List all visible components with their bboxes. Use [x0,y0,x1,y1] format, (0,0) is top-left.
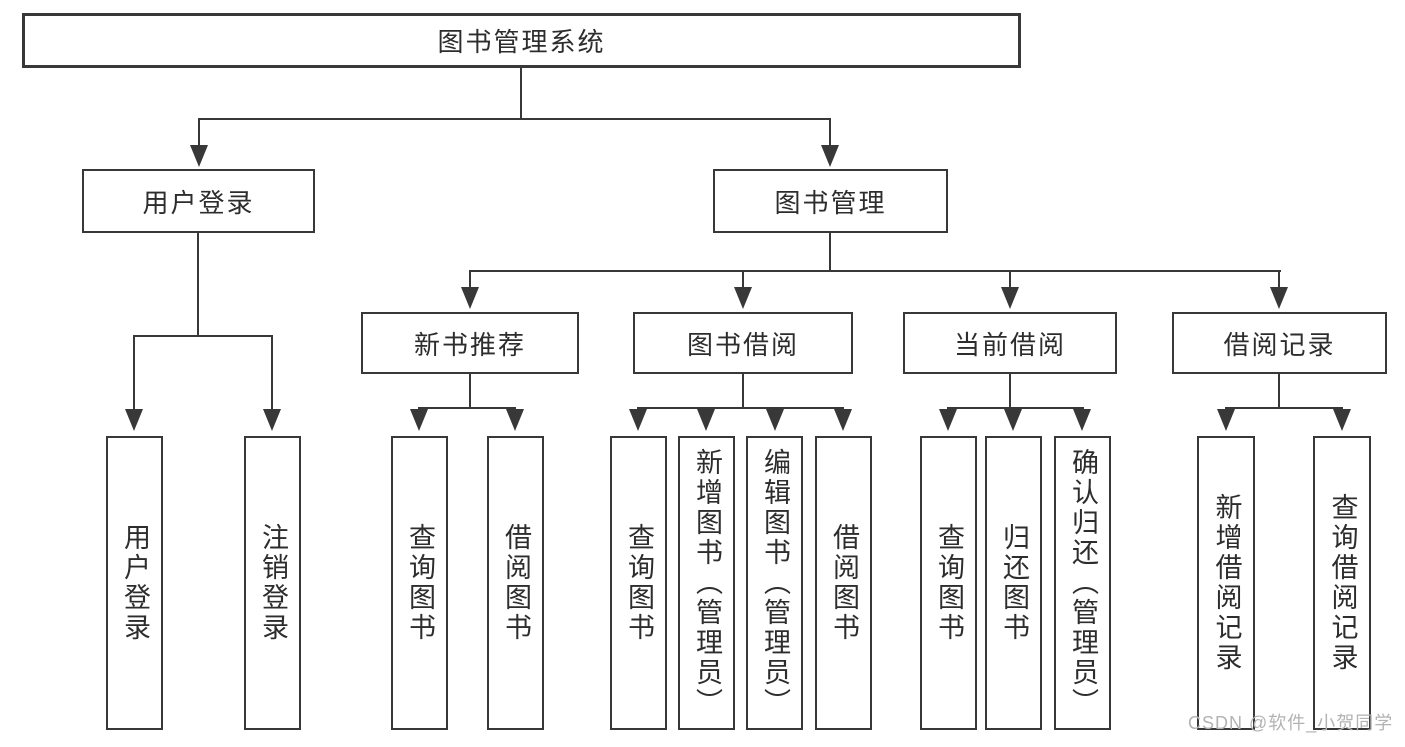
arrowhead-down-icon [821,145,839,167]
leaf-query-borrow-record: 查询借阅记录 [1313,436,1371,730]
arrowhead-down-icon [734,287,752,309]
node-borrow-records: 借阅记录 [1172,312,1387,374]
arrowhead-down-icon [1073,409,1091,431]
arrowhead-down-icon [697,409,715,431]
leaf-add-borrow-record: 新增借阅记录 [1197,436,1255,730]
arrowhead-down-icon [1004,409,1022,431]
connector-arrow-shaft [829,118,831,148]
connector-stem [1278,374,1280,408]
arrowhead-down-icon [190,145,208,167]
arrowhead-down-icon [1333,409,1351,431]
arrowhead-down-icon [629,409,647,431]
connector-arrow-shaft [271,335,273,412]
connector-branch [637,407,844,409]
arrowhead-down-icon [1217,409,1235,431]
arrowhead-down-icon [939,409,957,431]
node-book-borrow: 图书借阅 [633,312,853,374]
connector-branch [947,407,1084,409]
connector-arrow-shaft [469,270,471,291]
leaf-borrow-books-recommend: 借阅图书 [487,436,544,730]
connector-stem [469,374,471,408]
connector-stem [1009,374,1011,408]
leaf-edit-book-admin: 编辑图书（管理员） [746,436,803,730]
connector-stem [742,374,744,408]
arrowhead-down-icon [506,409,524,431]
arrowhead-down-icon [125,409,143,431]
leaf-add-book-admin: 新增图书（管理员） [678,436,735,730]
connector-root-stem [520,68,522,119]
connector-arrow-shaft [1009,270,1011,291]
connector-arrow-shaft [133,335,135,412]
connector-book-mgmt-stem [829,233,831,271]
arrowhead-down-icon [834,409,852,431]
leaf-query-books-borrow: 查询图书 [610,436,667,730]
node-user-login: 用户登录 [82,169,315,233]
node-current-borrow: 当前借阅 [903,312,1117,374]
connector-arrow-shaft [742,270,744,291]
connector-branch [1225,407,1343,409]
arrowhead-down-icon [410,409,428,431]
arrowhead-down-icon [461,287,479,309]
leaf-borrow-books: 借阅图书 [815,436,872,730]
leaf-query-books-current: 查询图书 [920,436,977,730]
leaf-user-login: 用户登录 [106,436,163,730]
connector-book-mgmt-branch [469,270,1281,272]
connector-root-branch [198,118,831,120]
arrowhead-down-icon [263,409,281,431]
arrowhead-down-icon [1001,287,1019,309]
leaf-query-books-recommend: 查询图书 [391,436,448,730]
leaf-confirm-return-admin: 确认归还（管理员） [1054,436,1111,730]
connector-arrow-shaft [1278,270,1280,291]
leaf-logout: 注销登录 [244,436,301,730]
connector-user-login-branch [133,335,273,337]
node-root: 图书管理系统 [22,13,1021,68]
leaf-return-book: 归还图书 [985,436,1042,730]
node-book-management: 图书管理 [713,169,948,233]
csdn-watermark: CSDN @软件_小贺同学 [1188,713,1394,733]
node-new-book-recommend: 新书推荐 [361,312,579,374]
connector-user-login-stem [197,233,199,335]
connector-branch [418,407,516,409]
connector-arrow-shaft [198,118,200,148]
arrowhead-down-icon [1270,287,1288,309]
arrowhead-down-icon [766,409,784,431]
